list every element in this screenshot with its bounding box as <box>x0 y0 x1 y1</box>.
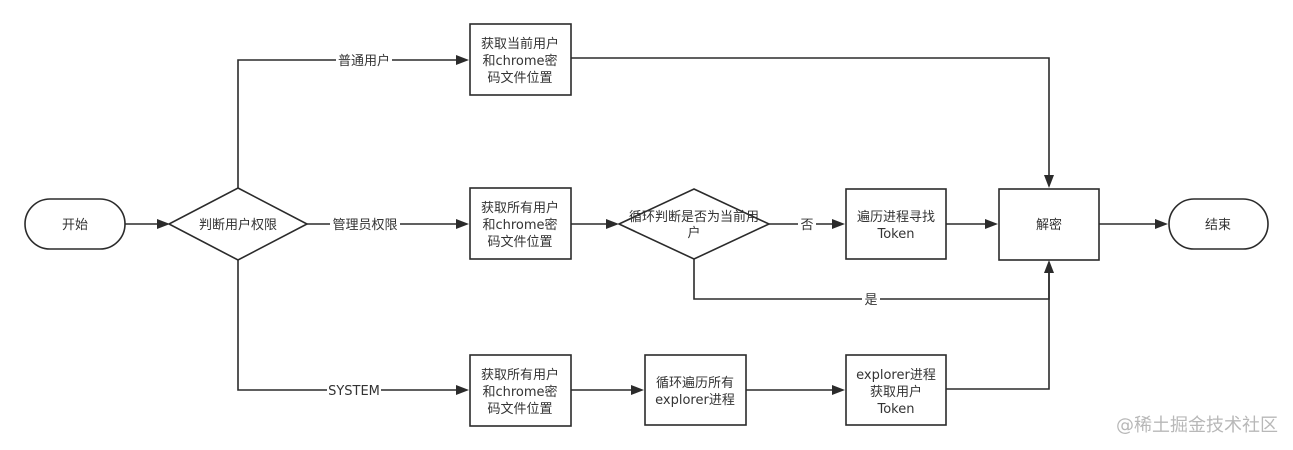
normal-user-box-line-3: 码文件位置 <box>487 71 552 86</box>
admin-user-box-line-3: 码文件位置 <box>487 235 552 250</box>
system-user-box-line-2: 和chrome密 <box>482 384 557 400</box>
loop-explorer-line-1: 循环遍历所有 <box>656 375 734 391</box>
role-decision-diamond <box>167 187 309 261</box>
admin-user-process-box <box>469 187 572 260</box>
arrowhead <box>631 385 644 395</box>
arrowhead <box>1044 260 1054 273</box>
nodes: 开始 判断用户权限 获取当前用户 和chrome密 码文件位置 获取所有用户 和… <box>24 23 1269 427</box>
end-label: 结束 <box>1205 218 1231 233</box>
explorer-token-line-1: explorer进程 <box>856 368 936 383</box>
arrowhead <box>1155 219 1168 229</box>
decrypt-process-box <box>998 188 1100 261</box>
end-terminal <box>1168 198 1269 250</box>
edge-label-normal-user: 普通用户 <box>338 53 390 69</box>
system-user-process-box <box>469 354 572 427</box>
arrowhead <box>606 219 619 229</box>
traverse-token-line-2: Token <box>877 227 915 242</box>
admin-user-box-line-1: 获取所有用户 <box>481 200 559 216</box>
normal-user-process-box <box>469 23 572 96</box>
edge-decision-to-normal <box>237 59 457 188</box>
watermark-text: @稀土掘金技术社区 <box>1116 415 1278 436</box>
system-user-box-line-1: 获取所有用户 <box>481 367 559 383</box>
explorer-token-line-3: Token <box>877 402 915 417</box>
edge-decision-to-system <box>237 260 457 391</box>
arrowhead <box>456 385 469 395</box>
system-user-box-line-3: 码文件位置 <box>487 402 552 417</box>
loop-decision-diamond <box>617 188 771 260</box>
arrowhead <box>832 219 845 229</box>
arrowhead <box>456 219 469 229</box>
arrowhead <box>985 219 998 229</box>
normal-user-box-line-1: 获取当前用户 <box>481 36 559 52</box>
role-decision-label: 判断用户权限 <box>199 217 277 233</box>
arrowhead <box>832 385 845 395</box>
loop-explorer-process-box <box>644 354 747 426</box>
normal-user-box-line-2: 和chrome密 <box>482 53 557 69</box>
loop-decision-line-1: 循环判断是否为当前用 <box>629 209 759 225</box>
start-terminal <box>24 198 126 250</box>
edge-label-yes: 是 <box>864 293 877 308</box>
loop-decision-line-2: 户 <box>687 225 700 241</box>
traverse-token-line-1: 遍历进程寻找 <box>857 209 935 225</box>
edge-normal-to-decrypt <box>571 57 1050 176</box>
arrowhead <box>456 55 469 65</box>
arrowhead <box>157 219 170 229</box>
edge-explorer-token-to-decrypt <box>946 272 1050 390</box>
loop-explorer-line-2: explorer进程 <box>655 393 735 408</box>
arrowhead <box>1044 175 1054 188</box>
edge-label-no: 否 <box>800 218 813 233</box>
decrypt-label: 解密 <box>1036 217 1062 233</box>
edge-label-admin: 管理员权限 <box>332 217 397 233</box>
explorer-token-process-box <box>845 354 947 426</box>
edge-label-system: SYSTEM <box>328 384 380 399</box>
admin-user-box-line-2: 和chrome密 <box>482 217 557 233</box>
start-label: 开始 <box>62 218 88 233</box>
edge-labels: 普通用户 管理员权限 SYSTEM 否 是 <box>327 52 880 399</box>
traverse-token-process-box <box>845 188 947 260</box>
explorer-token-line-2: 获取用户 <box>870 384 922 400</box>
